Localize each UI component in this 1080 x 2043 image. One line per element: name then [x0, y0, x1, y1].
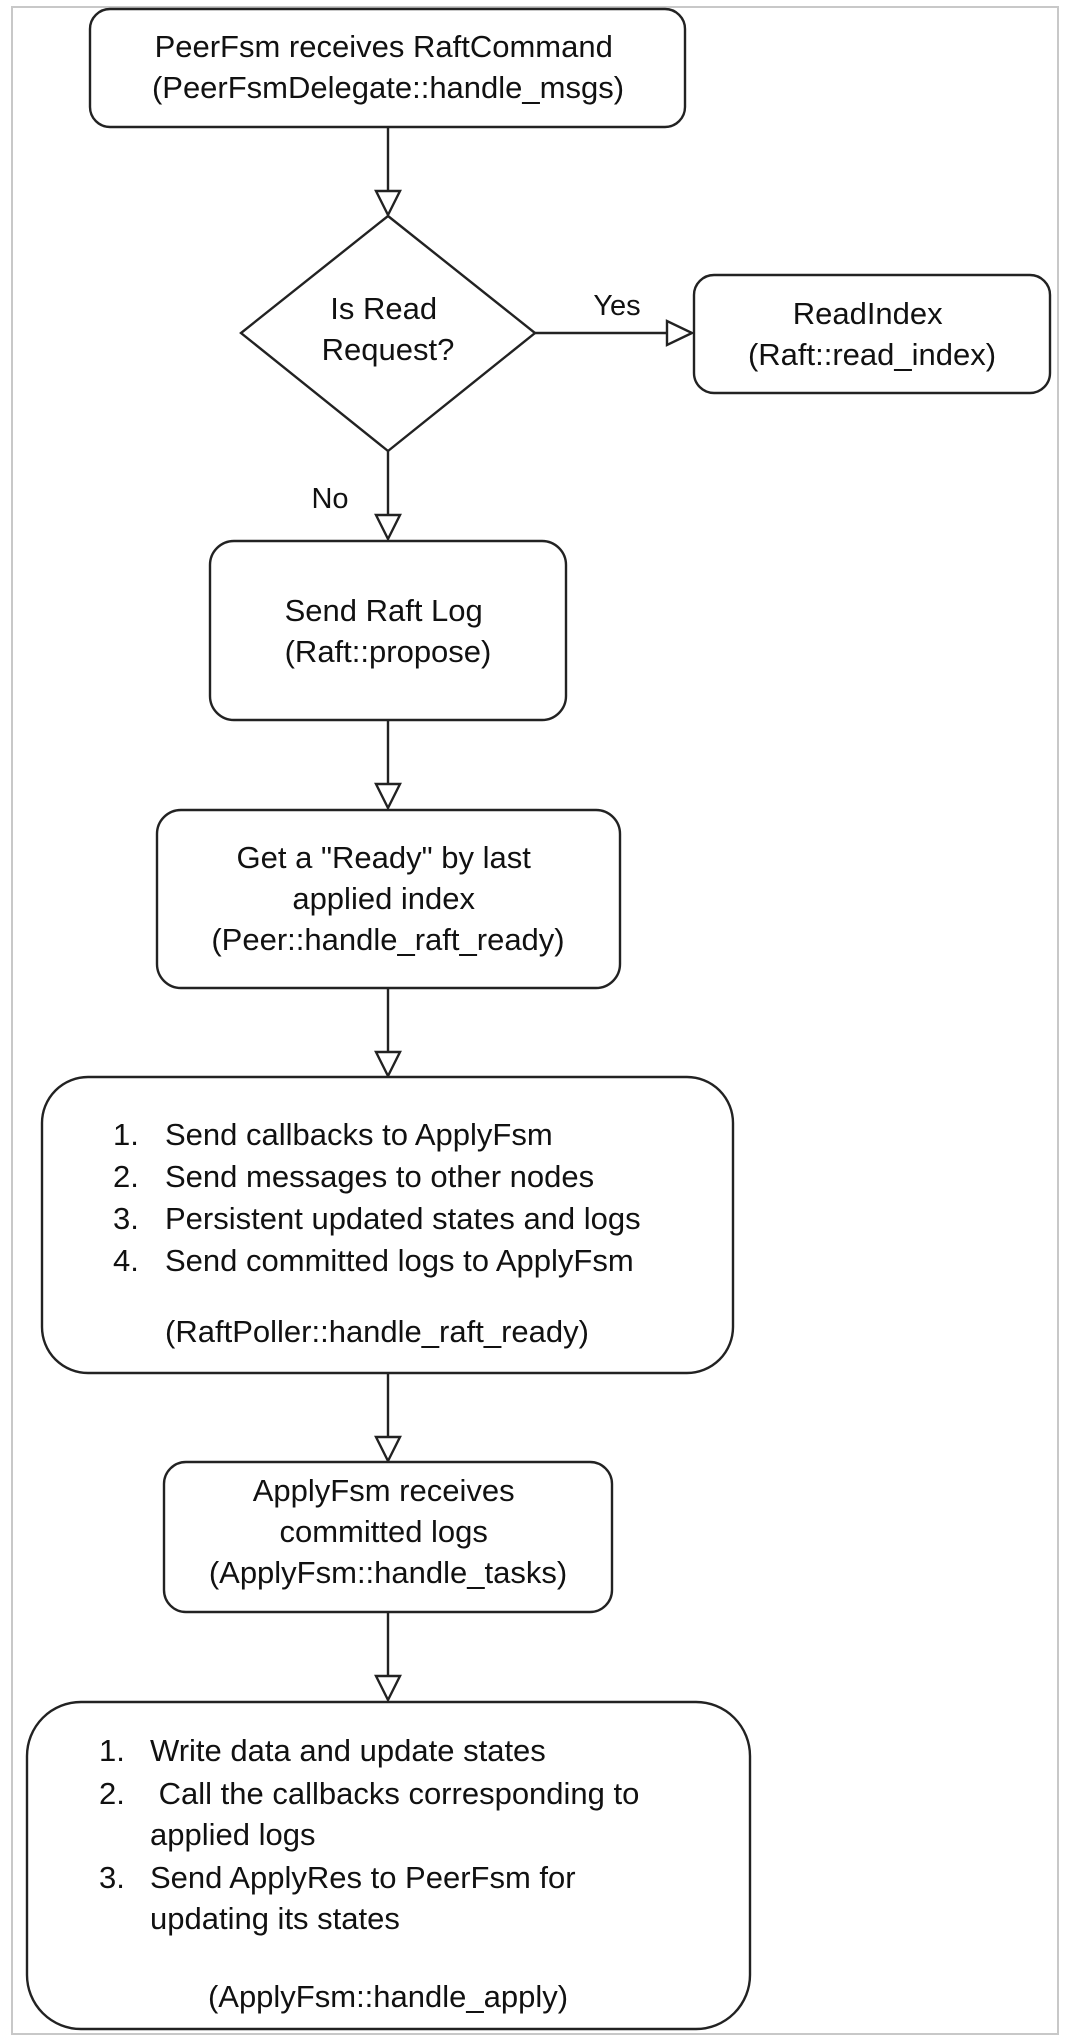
- list-item-text: Send committed logs to ApplyFsm: [165, 1243, 634, 1278]
- arrowhead-get-ready: [374, 782, 402, 811]
- list-item-text: Send callbacks to ApplyFsm: [165, 1117, 553, 1152]
- arrowhead-raft-poller: [374, 1050, 402, 1079]
- node-decision-line: Request?: [322, 332, 455, 367]
- node-apply-receive-line: (ApplyFsm::handle_tasks): [209, 1555, 567, 1590]
- node-send-raft-log: [208, 539, 568, 722]
- node-start-line: PeerFsm receives RaftCommand: [155, 29, 613, 64]
- node-start-line: (PeerFsmDelegate::handle_msgs): [152, 70, 624, 105]
- node-read-index-line: ReadIndex: [793, 296, 943, 331]
- list-item-text: Persistent updated states and logs: [165, 1201, 641, 1236]
- node-start: [88, 7, 687, 129]
- list-number: 2.: [99, 1776, 125, 1811]
- node-raft-poller-list: 1. Send callbacks to ApplyFsm 2. Send me…: [113, 1117, 641, 1278]
- list-item-text: Send ApplyRes to PeerFsm for: [150, 1860, 576, 1895]
- list-item-text: updating its states: [150, 1901, 400, 1936]
- list-number: 4.: [113, 1243, 139, 1278]
- list-item-text: Call the callbacks corresponding to: [150, 1776, 639, 1811]
- list-number: 1.: [99, 1733, 125, 1768]
- node-get-ready-text: Get a "Ready" by last applied index (Pee…: [211, 840, 564, 957]
- node-apply-receive: [162, 1460, 614, 1614]
- node-decision: [239, 214, 537, 453]
- node-apply-handle-list: 1. Write data and update states 2. Call …: [99, 1733, 639, 1936]
- edge-label-yes: Yes: [593, 290, 640, 322]
- arrowhead-send-raft-log: [374, 513, 402, 542]
- node-get-ready-line: applied index: [292, 881, 475, 916]
- node-apply-handle-caption: (ApplyFsm::handle_apply): [208, 1979, 568, 2014]
- node-send-raft-log-line: (Raft::propose): [285, 634, 492, 669]
- list-item-text: applied logs: [150, 1817, 315, 1852]
- node-apply-receive-line: ApplyFsm receives: [253, 1473, 515, 1508]
- node-send-raft-log-text: Send Raft Log (Raft::propose): [285, 593, 492, 669]
- node-shapes: [25, 7, 1052, 2031]
- node-decision-line: Is Read: [330, 291, 437, 326]
- node-read-index: [692, 273, 1052, 395]
- node-raft-poller: [40, 1075, 735, 1375]
- arrowhead-apply-receive: [374, 1435, 402, 1464]
- node-get-ready-line: Get a "Ready" by last: [237, 840, 532, 875]
- diagram-frame: [11, 6, 1059, 2035]
- list-item-text: Send messages to other nodes: [165, 1159, 594, 1194]
- list-number: 2.: [113, 1159, 139, 1194]
- node-apply-receive-text: ApplyFsm receives committed logs (ApplyF…: [209, 1473, 567, 1590]
- node-start-text: PeerFsm receives RaftCommand (PeerFsmDel…: [152, 29, 624, 105]
- list-item-text: Write data and update states: [150, 1733, 546, 1768]
- list-number: 3.: [99, 1860, 125, 1895]
- edge-label-no: No: [311, 483, 348, 515]
- node-get-ready: [155, 808, 622, 990]
- node-read-index-line: (Raft::read_index): [748, 337, 996, 372]
- node-raft-poller-caption: (RaftPoller::handle_raft_ready): [165, 1314, 589, 1349]
- node-read-index-text: ReadIndex (Raft::read_index): [748, 296, 996, 372]
- list-number: 3.: [113, 1201, 139, 1236]
- node-send-raft-log-line: Send Raft Log: [285, 593, 483, 628]
- node-decision-text: Is Read Request?: [322, 291, 455, 367]
- arrowhead-apply-handle: [374, 1674, 402, 1703]
- list-number: 1.: [113, 1117, 139, 1152]
- arrowhead-decision: [374, 189, 402, 218]
- arrowhead-read-index: [665, 319, 695, 347]
- connectors: [374, 127, 695, 1703]
- node-apply-receive-line: committed logs: [279, 1514, 487, 1549]
- node-get-ready-line: (Peer::handle_raft_ready): [211, 922, 564, 957]
- node-apply-handle: [25, 1700, 752, 2031]
